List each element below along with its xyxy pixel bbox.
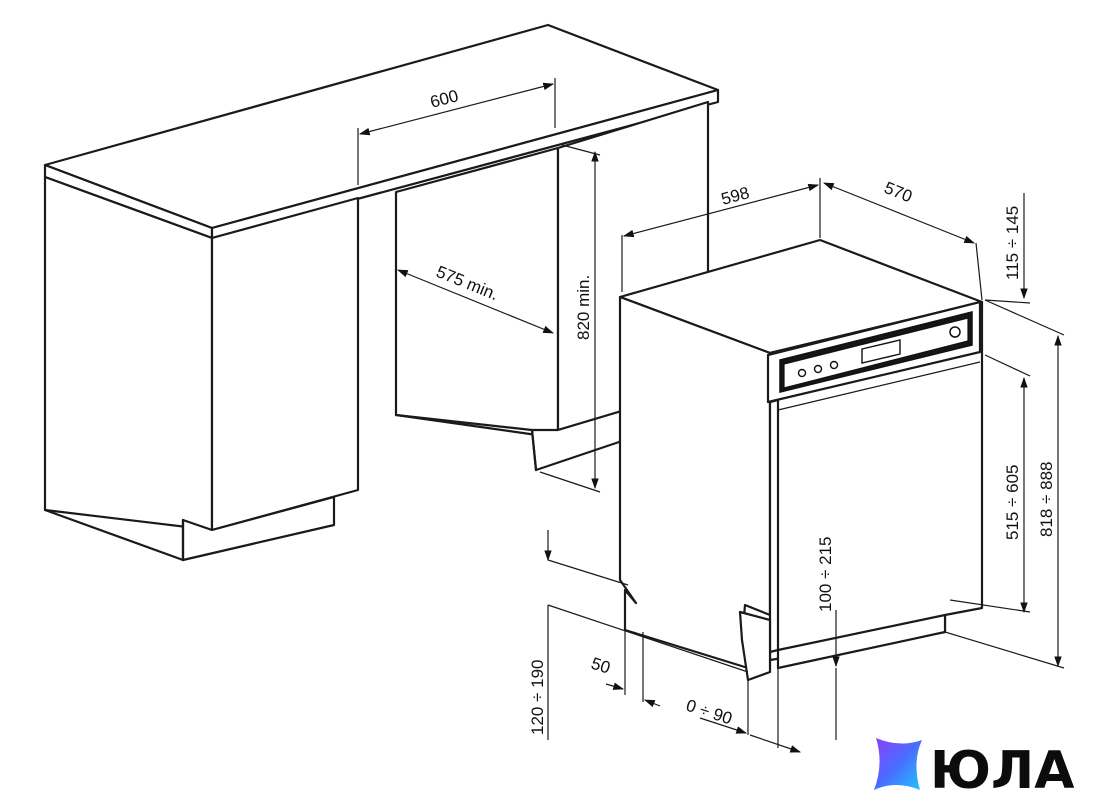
dishwasher — [618, 238, 984, 682]
dim-515-605: 515 ÷ 605 — [1003, 464, 1022, 540]
dim-570: 570 — [882, 178, 915, 206]
dimension-labels: 600 575 min. 820 min. 598 570 115 ÷ 145 … — [428, 86, 1056, 735]
dim-50: 50 — [589, 654, 613, 678]
kitchen-cabinet — [43, 23, 720, 562]
yula-logo: ЮЛА — [874, 738, 1074, 800]
dim-820-min: 820 min. — [574, 275, 593, 340]
dim-598: 598 — [719, 183, 751, 209]
yula-logo-mark — [874, 738, 922, 790]
yula-logo-text: ЮЛА — [930, 741, 1074, 800]
dim-100-215: 100 ÷ 215 — [816, 536, 835, 612]
dim-115-145: 115 ÷ 145 — [1003, 206, 1022, 280]
dim-818-888: 818 ÷ 888 — [1037, 461, 1056, 537]
dim-120-190: 120 ÷ 190 — [528, 659, 547, 735]
dimension-lines — [357, 78, 1065, 753]
dim-0-90: 0 ÷ 90 — [684, 696, 735, 729]
